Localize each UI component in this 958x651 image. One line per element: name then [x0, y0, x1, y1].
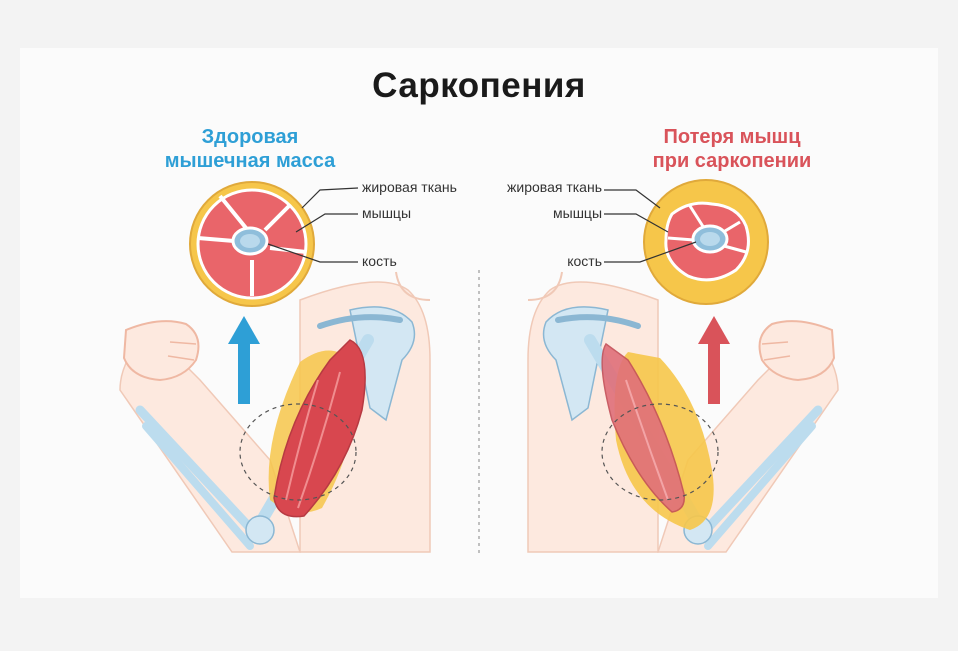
- sarcopenia-label-fat: жировая ткань: [507, 179, 602, 195]
- healthy-heading-line2: мышечная масса: [164, 150, 336, 172]
- sarcopenia-leader-lines: [604, 189, 697, 263]
- healthy-heading-line1: Здоровая: [201, 126, 299, 148]
- healthy-label-fat: жировая ткань: [362, 179, 457, 195]
- healthy-leader-lines: [267, 187, 359, 263]
- healthy-arm-illustration: [119, 271, 431, 553]
- sarcopenia-label-bone: кость: [567, 253, 602, 269]
- sarcopenia-heading-line2: при саркопении: [652, 150, 812, 172]
- healthy-cross-section: [189, 181, 315, 307]
- sarcopenia-arm-illustration: [527, 271, 839, 553]
- healthy-label-muscles: мышцы: [362, 205, 411, 221]
- sarcopenia-label-muscles: мышцы: [553, 205, 602, 221]
- sarcopenia-heading-line1: Потеря мышц: [663, 126, 801, 148]
- healthy-heading: Здоровая мышечная масса: [130, 125, 370, 173]
- healthy-label-bone: кость: [362, 253, 397, 269]
- sarcopenia-heading: Потеря мышц при саркопении: [612, 125, 852, 173]
- page-title: Саркопения: [372, 66, 586, 105]
- sarcopenia-cross-section: [643, 179, 769, 305]
